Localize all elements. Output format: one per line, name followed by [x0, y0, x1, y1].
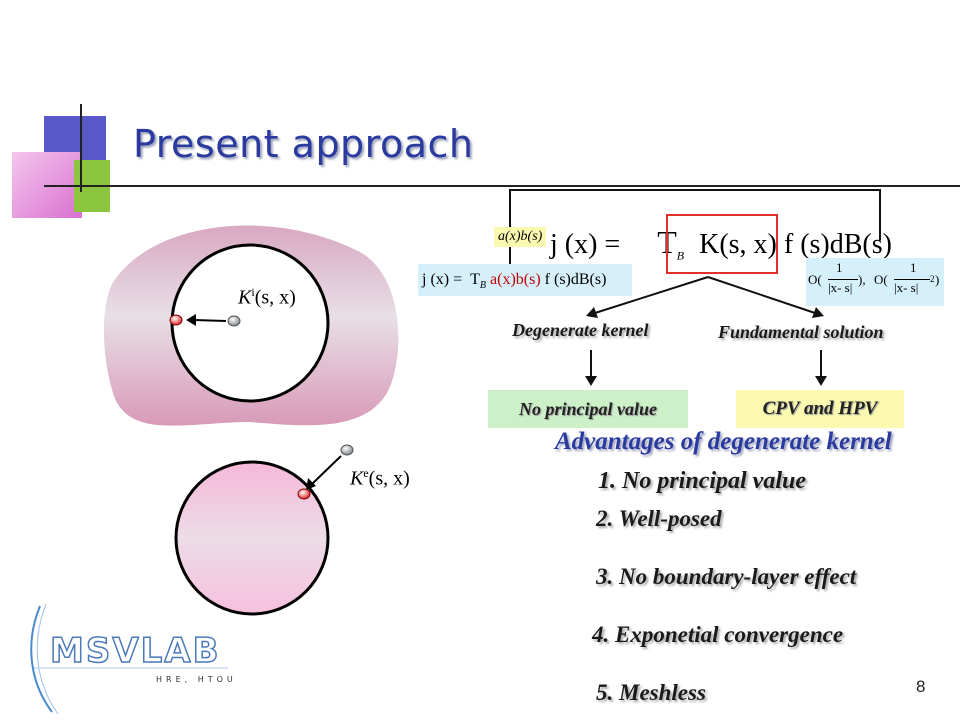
advantage-item-1: 1. No principal value: [598, 468, 806, 494]
decor-line-vertical: [80, 104, 82, 192]
no-principal-value-box: No principal value: [488, 390, 688, 428]
advantage-item-3: 3. No boundary-layer effect: [596, 564, 857, 589]
degenerate-tag: a(x)b(s): [494, 227, 547, 247]
boundary-point-interior: [169, 314, 183, 326]
cpv-hpv-box: CPV and HPV: [736, 390, 904, 428]
degenerate-kernel-label: Degenerate kernel: [512, 320, 649, 340]
exterior-kernel-label: Ke(s, x): [350, 466, 410, 490]
kernel-highlight-box: [666, 214, 778, 274]
boundary-point-exterior: [297, 488, 311, 500]
interior-kernel-label: Ki(s, x): [238, 285, 296, 309]
source-point-interior: [227, 315, 241, 327]
source-point-exterior: [340, 444, 354, 456]
title-underline: [44, 185, 960, 187]
down-arrows: [585, 350, 827, 386]
logo-text: MSVLAB: [50, 631, 221, 671]
advantage-item-4: 4. Exponetial convergence: [592, 622, 844, 647]
advantages-heading: Advantages of degenerate kernel: [555, 428, 892, 455]
advantage-item-5: 5. Meshless: [596, 680, 706, 705]
msvlab-logo: MSVLAB HRE, HTOU: [30, 603, 237, 715]
fundamental-solution-label: Fundamental solution: [718, 322, 884, 342]
domain-diagram: [103, 225, 399, 616]
singularity-orders: O( 1 |x- s| ), O( 1 |x- s| 2 ): [806, 258, 944, 306]
logo-subtext: HRE, HTOU: [156, 675, 237, 684]
page-number: 8: [916, 677, 926, 696]
exterior-disc: [174, 460, 330, 616]
degenerate-equation: j (x) = TB a(x)b(s) f (s)dB(s): [418, 264, 632, 296]
advantage-item-2: 2. Well-posed: [596, 506, 722, 531]
page-title: Present approach: [133, 122, 474, 166]
